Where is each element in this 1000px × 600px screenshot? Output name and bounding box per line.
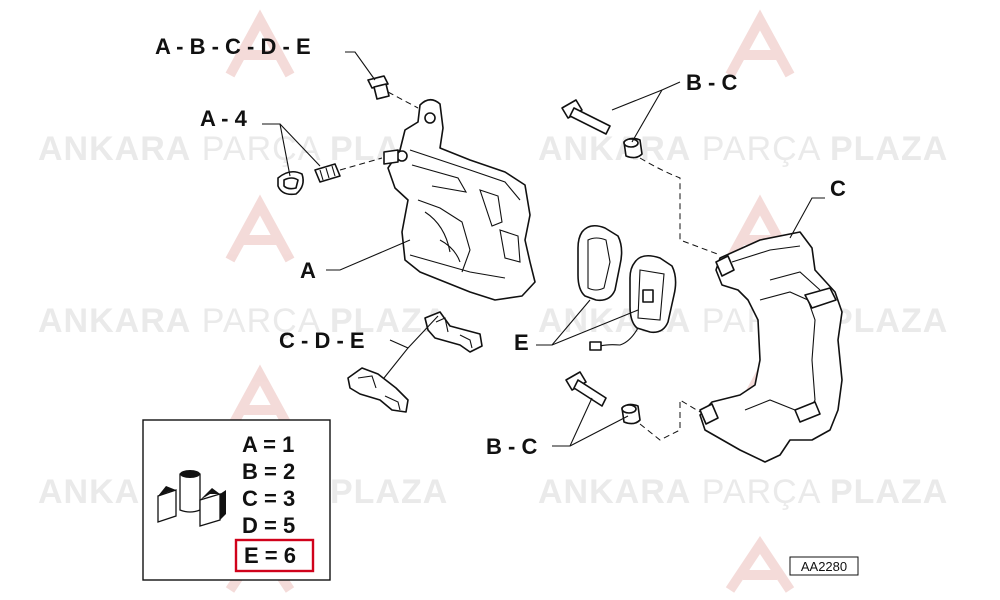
watermark-text: ANKARA PARÇA PLAZA bbox=[538, 130, 948, 168]
legend-item: A = 1 bbox=[242, 432, 294, 457]
watermark-text: ANKARA PARÇA PLAZA bbox=[538, 473, 948, 511]
lower-carrier-bolt bbox=[565, 371, 641, 425]
caliper-carrier-bracket bbox=[699, 231, 843, 463]
watermark-text: ANKARA PARÇA PLAZA bbox=[538, 302, 948, 340]
legend-highlight-box bbox=[234, 538, 315, 573]
anti-rattle-clip-lower bbox=[347, 367, 409, 413]
caliper-bleed-bolt bbox=[367, 75, 419, 109]
brake-pad-inner bbox=[577, 224, 623, 302]
legend-item: C = 3 bbox=[242, 486, 295, 511]
reference-code: AA2280 bbox=[801, 559, 847, 574]
assembly-path-lower bbox=[639, 399, 701, 441]
callout-c: C bbox=[830, 176, 846, 201]
brake-caliper-body bbox=[383, 98, 536, 301]
callout-e: E bbox=[514, 330, 529, 355]
watermark-text: ANKARA PARÇA PLAZA bbox=[38, 302, 448, 340]
leader-lines bbox=[262, 51, 825, 447]
upper-carrier-bolt bbox=[561, 99, 643, 159]
callout-b-c-bottom: B - C bbox=[486, 434, 537, 459]
anti-rattle-clip-upper bbox=[424, 311, 483, 353]
callout-a-b-c-d-e-top: A - B - C - D - E bbox=[155, 34, 311, 59]
callout-c-d-e: C - D - E bbox=[279, 328, 365, 353]
guide-pin-and-boot bbox=[277, 157, 383, 196]
legend-item-highlighted: E = 6 bbox=[244, 543, 296, 568]
callout-a-4: A - 4 bbox=[200, 106, 248, 131]
reference-code-tag: AA2280 bbox=[789, 556, 859, 576]
legend-item: B = 2 bbox=[242, 459, 295, 484]
callout-labels: A - B - C - D - E A - 4 A C - D - E B - … bbox=[155, 34, 846, 459]
assembly-path-upper bbox=[639, 157, 721, 256]
legend-item: D = 5 bbox=[242, 513, 295, 538]
brake-pad-outer-with-sensor bbox=[589, 254, 677, 351]
callout-b-c-top: B - C bbox=[686, 70, 737, 95]
kit-legend-box: A = 1 B = 2 C = 3 D = 5 E = 6 bbox=[142, 419, 331, 581]
callout-a: A bbox=[300, 258, 316, 283]
kit-boxes-icon bbox=[157, 470, 226, 527]
